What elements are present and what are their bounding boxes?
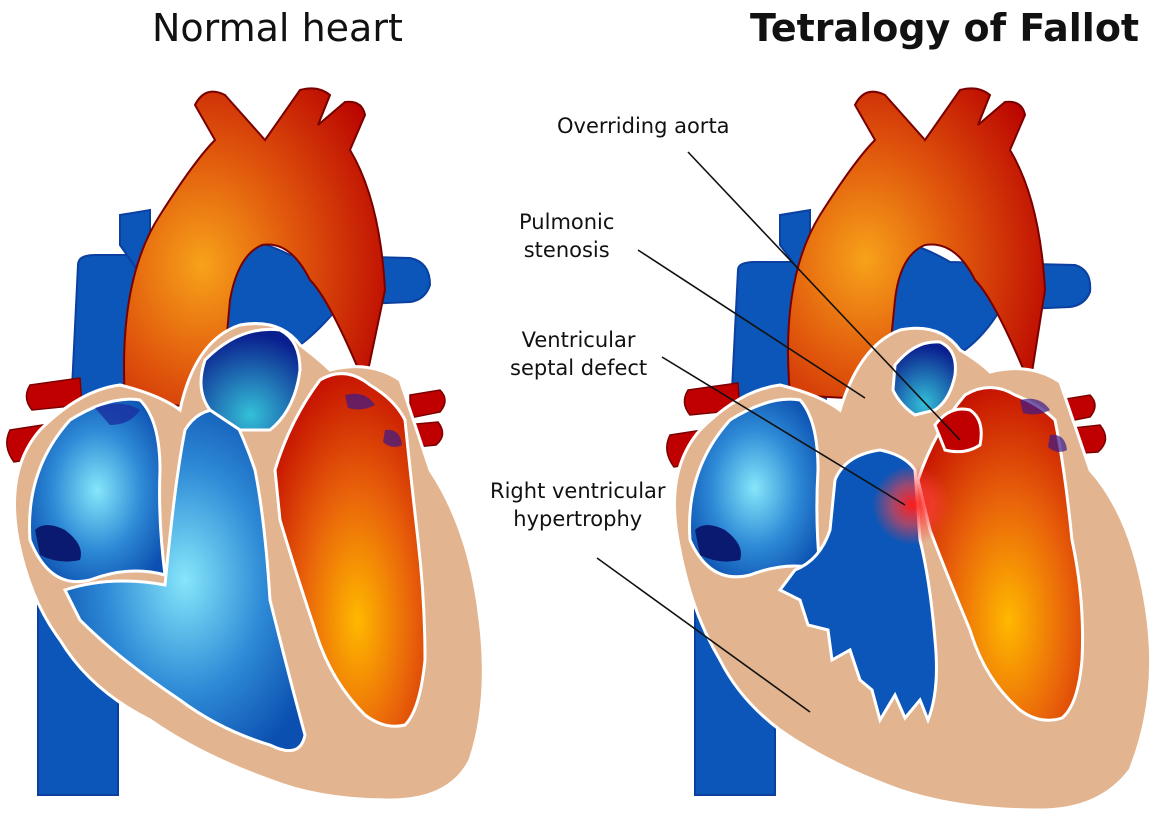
normal-right-atrium-shadow-top: [95, 403, 140, 425]
leader-pulmonic-stenosis: [637, 249, 866, 399]
tof-aorta: [787, 87, 1047, 402]
tof-aortic-outflow: [933, 407, 983, 454]
tof-left-ventricle: [916, 386, 1085, 722]
label-overriding-aorta: Overriding aorta: [557, 114, 730, 138]
label-pulmonic-stenosis: Pulmonic stenosis: [519, 210, 615, 262]
tof-left-atrium-shadow-2: [1048, 434, 1067, 452]
normal-right-pulmonary-vessel-upper: [409, 389, 446, 419]
label-right-ventricular-hypertrophy: Right ventricular hypertrophy: [490, 479, 666, 531]
normal-left-atrium-shadow-2: [383, 429, 402, 447]
label-ventricular-septal-defect: Ventricular septal defect: [510, 328, 648, 380]
normal-right-ventricle: [62, 407, 307, 753]
tetralogy-title: Tetralogy of Fallot: [750, 6, 1140, 50]
tetralogy-heart: [666, 87, 1153, 812]
normal-heart: [6, 87, 485, 802]
normal-left-ventricle: [273, 372, 427, 728]
normal-left-atrium-shadow: [345, 393, 375, 410]
tof-pulmonary-outflow-stenosis: [891, 340, 957, 417]
normal-aorta: [123, 87, 387, 412]
leader-rvh: [596, 557, 811, 713]
normal-right-atrium-shadow: [35, 525, 81, 562]
tof-ventricular-septal-defect: [872, 465, 952, 545]
normal-heart-title: Normal heart: [152, 6, 403, 50]
normal-pulmonary-trunk-inner: [199, 327, 302, 432]
tof-right-atrium-shadow: [695, 525, 741, 562]
leader-overriding-aorta: [687, 151, 961, 441]
tof-left-atrium-shadow: [1020, 398, 1050, 415]
leader-vsd: [661, 356, 906, 506]
